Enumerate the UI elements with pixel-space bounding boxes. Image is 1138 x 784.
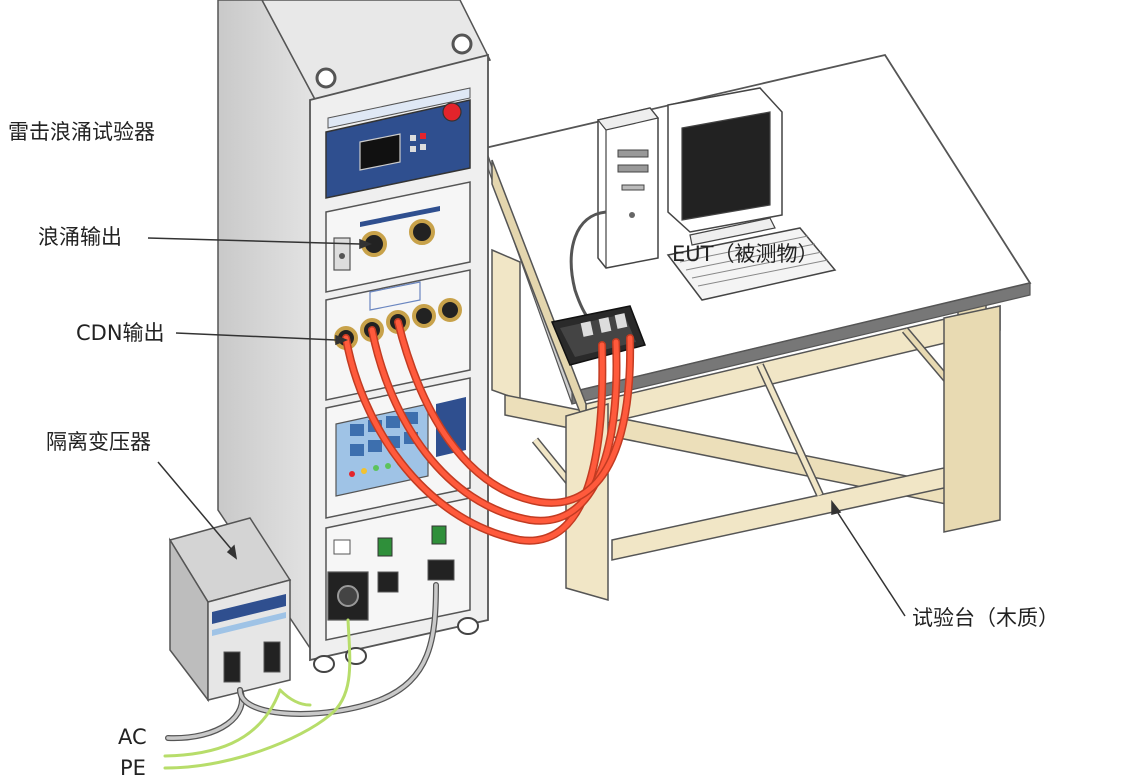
keyboard — [666, 227, 837, 301]
table-leg-back-left — [491, 248, 521, 402]
monitor-screen — [681, 111, 771, 221]
table-leg-front-right — [943, 305, 1001, 533]
isolation-transformer — [168, 517, 292, 703]
leader-cdn-output — [175, 332, 337, 341]
surge-cables — [342, 318, 635, 545]
surge-output-connector-2 — [409, 219, 435, 245]
label-test-table: 试验台（木质） — [912, 606, 1059, 630]
ground-wires — [163, 618, 352, 770]
label-ac: AC — [118, 725, 147, 749]
cdn-output-connector-5 — [438, 298, 462, 322]
transformer-socket-2 — [263, 641, 281, 673]
eut-power-cable — [569, 210, 607, 322]
label-isolation-transformer: 隔离变压器 — [46, 430, 151, 454]
leader-surge-output — [147, 237, 361, 245]
lifting-eye-right — [451, 33, 473, 55]
lifting-eye-left — [315, 67, 337, 89]
emergency-stop-button — [442, 102, 462, 122]
leader-table — [835, 509, 906, 617]
callout-leaders — [147, 237, 906, 617]
transformer-socket-1 — [223, 651, 241, 683]
label-surge-output: 浪涌输出 — [38, 225, 122, 249]
power-cables — [165, 582, 439, 742]
label-pe: PE — [120, 756, 146, 780]
label-cdn-output: CDN输出 — [76, 321, 165, 345]
control-panel-display — [359, 133, 401, 171]
caster-wheel — [313, 655, 335, 673]
eut-computer — [550, 87, 837, 366]
leader-transformer — [157, 461, 233, 551]
label-eut: EUT（被测物） — [672, 242, 819, 266]
cdn-output-connector-4 — [412, 304, 436, 328]
label-surge-tester: 雷击浪涌试验器 — [8, 120, 155, 144]
